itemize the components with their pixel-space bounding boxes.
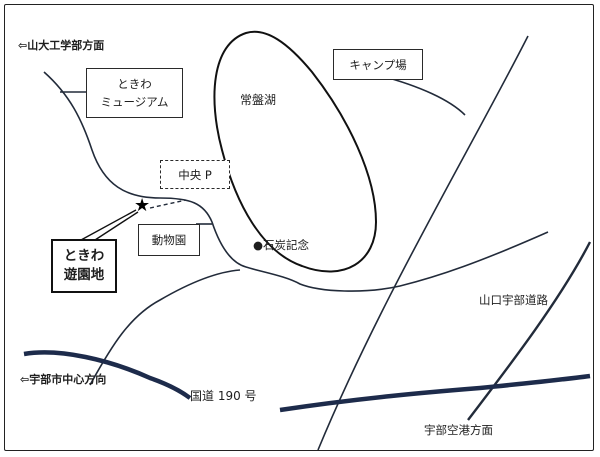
parking-link xyxy=(149,199,187,209)
tokiwa-museum-label-1: ときわ xyxy=(117,77,152,91)
map-frame xyxy=(4,4,594,451)
yamaguchi-ube-road-label: 山口宇部道路 xyxy=(479,293,548,307)
tokiwa-museum-label-2: ミュージアム xyxy=(100,95,169,109)
tokiwa-amusement-park-callout: ときわ 遊園地 xyxy=(51,239,117,293)
road-upper-west xyxy=(43,71,549,292)
callout-label-1: ときわ xyxy=(63,248,105,264)
camp-box: キャンプ場 xyxy=(333,49,423,80)
callout-label-2: 遊園地 xyxy=(63,267,105,283)
road-route190-west xyxy=(23,350,192,400)
road-route190-east xyxy=(279,373,591,413)
direction-yamadai: ⇦山大工学部方面 xyxy=(18,39,105,52)
road-diagonal xyxy=(317,35,529,451)
coal-memorial-label: ●石炭記念 xyxy=(253,238,310,252)
camp-label: キャンプ場 xyxy=(349,57,407,72)
tokiwa-museum-box: ときわ ミュージアム xyxy=(86,68,183,118)
tokiwa-amusement-park-star-icon: ★ xyxy=(134,195,151,216)
road-lower-inner xyxy=(89,269,241,386)
zoo-label: 動物園 xyxy=(151,233,187,247)
central-parking-box: 中央 P xyxy=(160,160,230,189)
direction-ube-city: ⇦宇部市中心方向 xyxy=(20,373,107,386)
road-yamaguchi-ube xyxy=(467,241,592,421)
direction-airport: 宇部空港方面 xyxy=(424,423,493,437)
route-190-label: 国道 190 号 xyxy=(190,389,257,403)
lake-label: 常盤湖 xyxy=(240,93,277,107)
central-parking-label: 中央 P xyxy=(178,167,212,182)
zoo-box: 動物園 xyxy=(138,224,200,256)
lake-outline xyxy=(213,30,378,273)
